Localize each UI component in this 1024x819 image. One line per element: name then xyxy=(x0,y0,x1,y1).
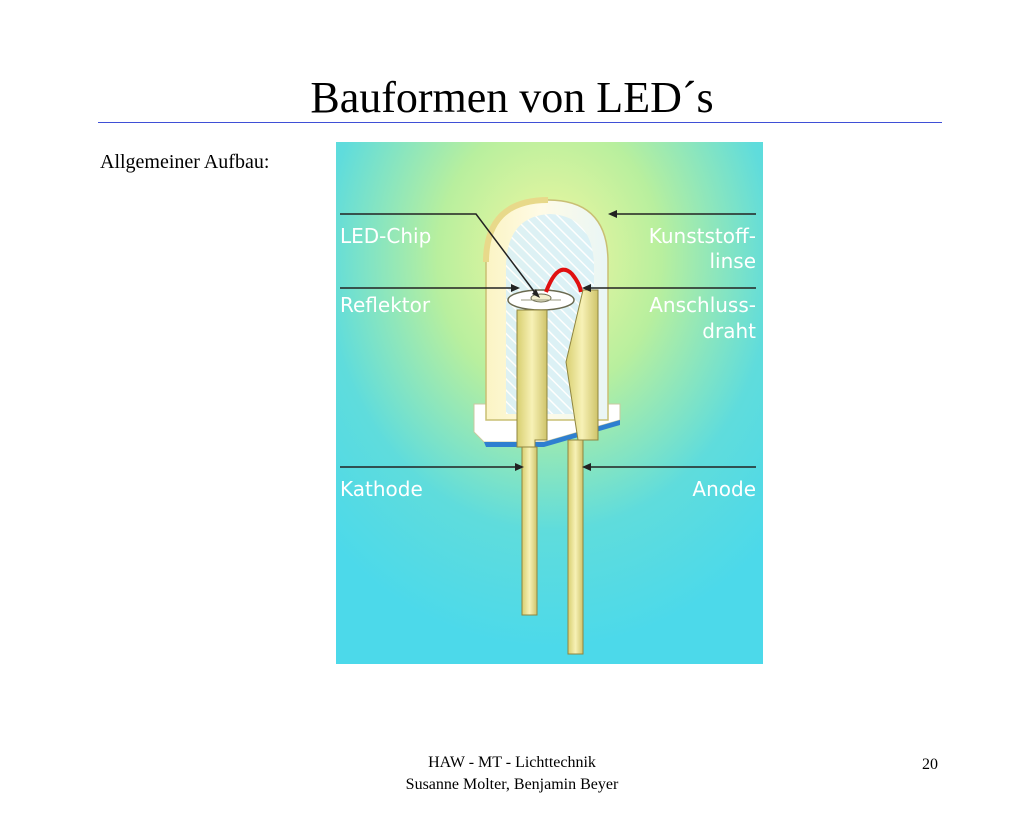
cathode-lead xyxy=(516,309,548,616)
slide-footer: HAW - MT - Lichttechnik Susanne Molter, … xyxy=(312,752,712,796)
slide-title: Bauformen von LED´s xyxy=(310,73,714,122)
label-anschlussdraht-line2: draht xyxy=(702,319,756,343)
footer-course: HAW - MT - Lichttechnik xyxy=(428,754,596,771)
led-diagram-svg: LED-Chip Reflektor Kathode Kunststoff- l… xyxy=(336,142,763,664)
page-number: 20 xyxy=(922,756,938,773)
pointer-lines xyxy=(340,213,756,468)
label-anode: Anode xyxy=(692,477,756,501)
label-kunststofflinse-line1: Kunststoff- xyxy=(649,224,756,248)
led-reflector-cup xyxy=(507,289,575,311)
label-kunststofflinse-line2: linse xyxy=(709,249,756,273)
label-reflektor: Reflektor xyxy=(340,293,431,317)
footer-authors: Susanne Molter, Benjamin Beyer xyxy=(405,776,619,793)
slide-subtitle: Allgemeiner Aufbau: xyxy=(100,151,270,173)
led-structure-diagram: LED-Chip Reflektor Kathode Kunststoff- l… xyxy=(336,142,763,664)
label-kathode: Kathode xyxy=(340,477,423,501)
anode-lead xyxy=(565,289,599,655)
bond-wire xyxy=(544,267,583,293)
title-divider xyxy=(98,122,942,123)
label-led-chip: LED-Chip xyxy=(340,224,431,248)
pointer-arrowheads xyxy=(511,210,617,471)
label-anschlussdraht-line1: Anschluss- xyxy=(649,293,756,317)
